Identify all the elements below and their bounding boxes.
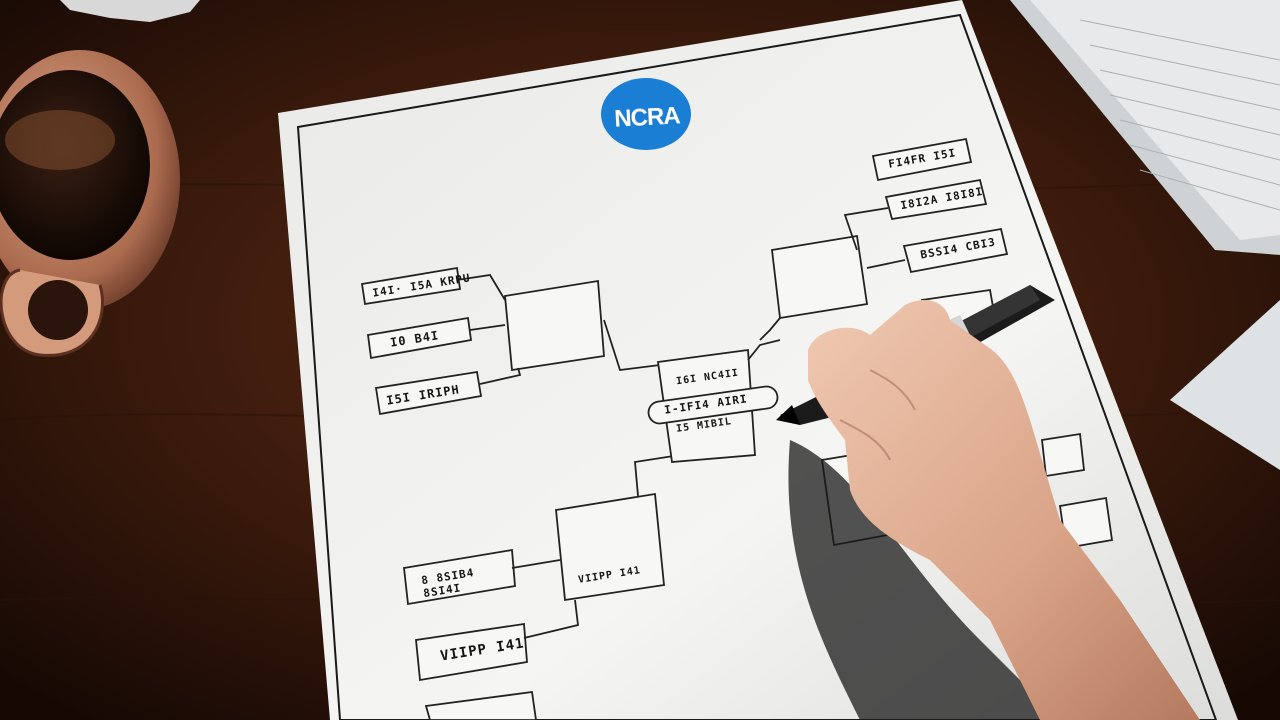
coffee-mug [0,50,180,357]
writing-hand [808,300,1200,720]
paper-stack [1010,0,1280,470]
crumpled-paper [60,0,200,22]
ncaa-logo-icon [601,78,691,150]
bracket-border [296,13,1218,720]
logo-text: NCRA [613,102,681,133]
hand-shadow [788,440,1060,720]
bracket-center [647,339,781,463]
bracket-left [360,266,681,720]
hand-knuckle-lines [839,369,916,461]
